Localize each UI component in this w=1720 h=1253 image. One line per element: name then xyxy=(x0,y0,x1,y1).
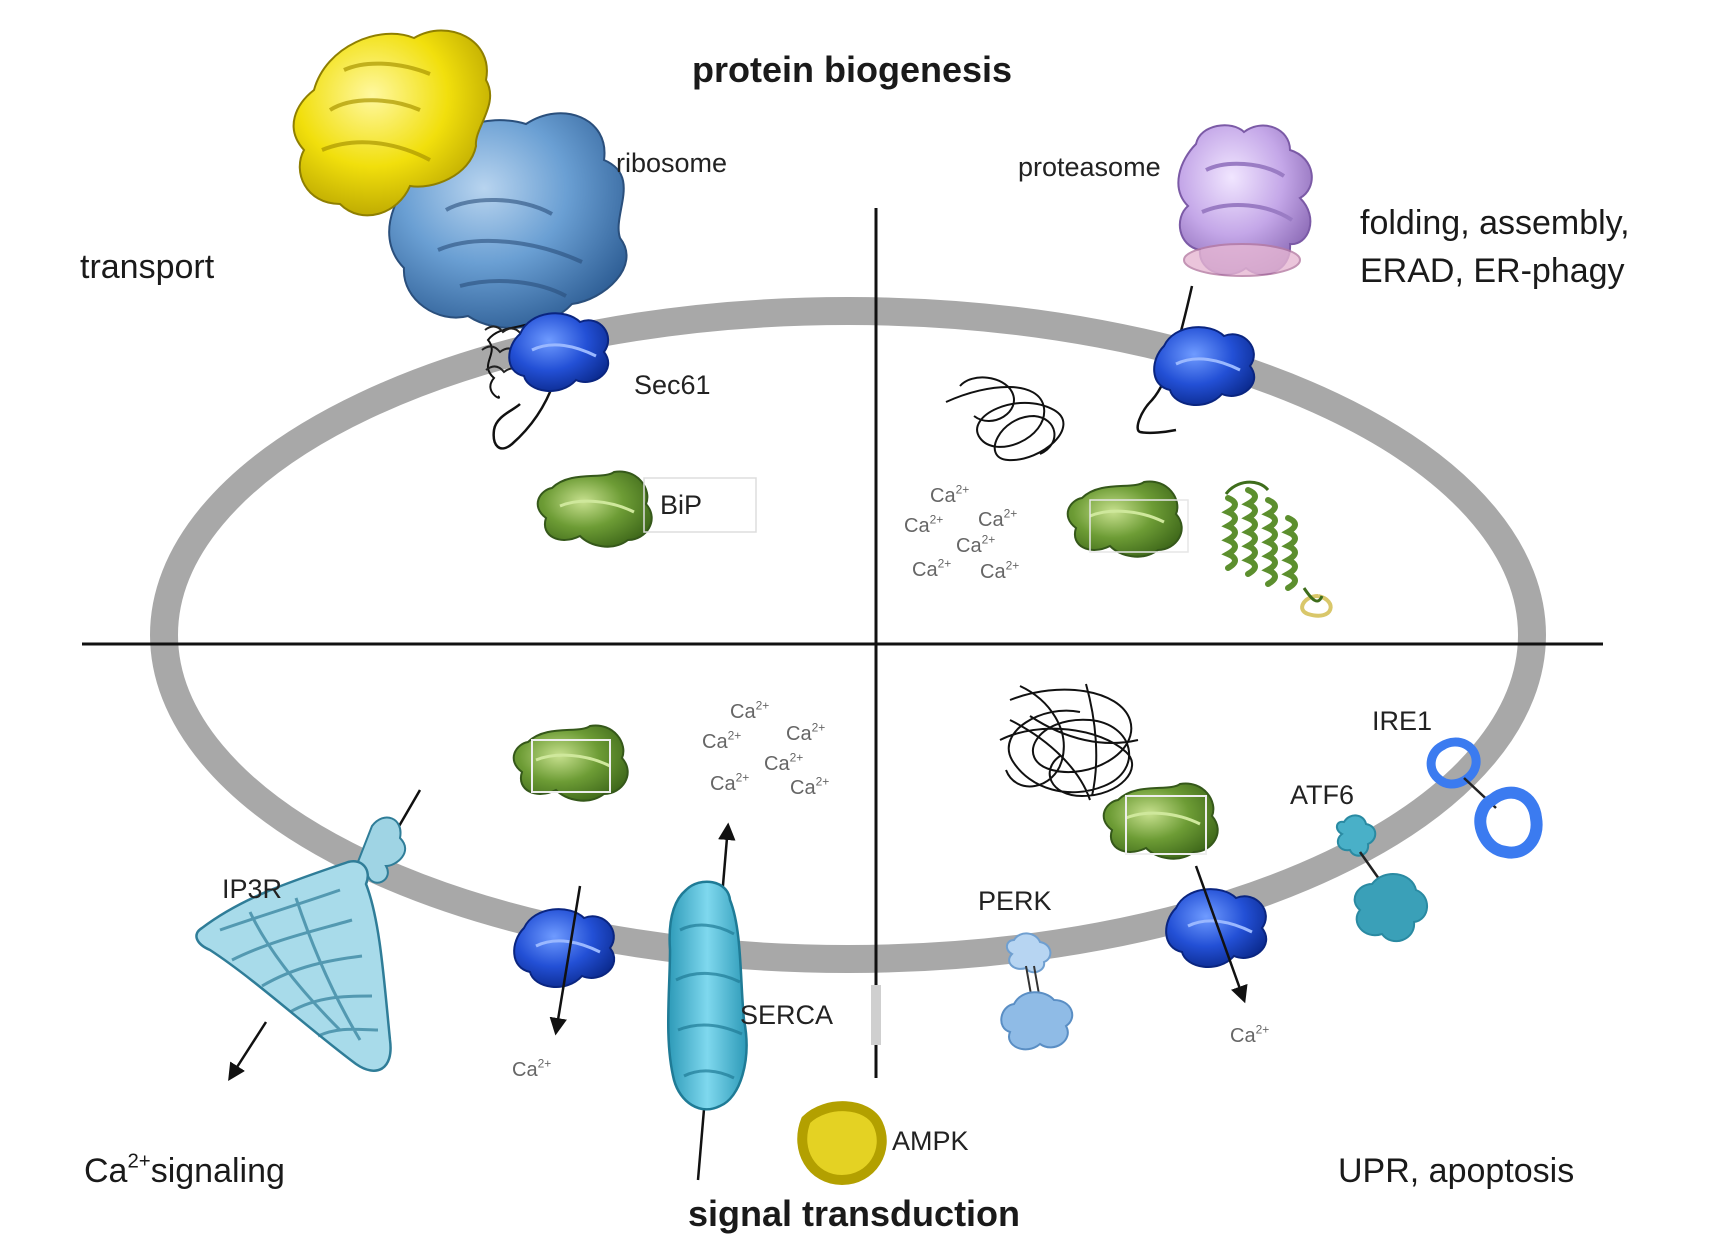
ca-ion: Ca2+ xyxy=(980,558,1020,583)
bip-bottom-right xyxy=(1102,782,1219,860)
ca-signaling-base: Ca xyxy=(84,1152,128,1190)
quadrant-label-transport: transport xyxy=(80,248,215,286)
ampk-structure xyxy=(797,1101,887,1186)
label-ire1: IRE1 xyxy=(1372,706,1433,736)
ca-ion: Ca2+ xyxy=(956,532,996,557)
sec61-bottom-right xyxy=(1165,865,1268,1004)
sec61-top-right xyxy=(1153,326,1256,407)
label-proteasome-text: proteasome xyxy=(1018,152,1161,182)
quadrant-label-folding: folding, assembly, xyxy=(1360,204,1630,242)
ca-ion: Ca2+ xyxy=(702,728,742,753)
ca-ion: Ca2+ xyxy=(730,698,770,723)
ca-signaling-charge: 2+ xyxy=(127,1150,151,1173)
proteasome-structure xyxy=(1136,124,1313,435)
ca-ion: Ca2+ xyxy=(912,556,952,581)
ip3r-structure xyxy=(195,789,422,1081)
label-ribosome: ribosome xyxy=(616,148,728,178)
atf6-structure xyxy=(1336,814,1428,943)
sec61-top-left xyxy=(481,312,610,450)
ca-ion: Ca2+ xyxy=(904,512,944,537)
helical-protein xyxy=(1221,480,1333,618)
misfolded-aggregate xyxy=(999,683,1139,801)
sec61-bottom-left xyxy=(513,885,616,1036)
label-perk: PERK xyxy=(978,886,1052,916)
ca-ion: Ca2+ xyxy=(790,774,830,799)
label-ampk: AMPK xyxy=(892,1126,969,1156)
ca-ion: Ca2+ xyxy=(764,750,804,775)
bip-bottom-left xyxy=(512,724,629,802)
ire1-structure xyxy=(1426,737,1543,859)
er-membrane xyxy=(150,297,1546,973)
ca-signaling-word: signaling xyxy=(150,1152,285,1190)
unfolded-chain-top-right xyxy=(945,376,1065,462)
serca-structure xyxy=(666,822,748,1181)
perk-structure xyxy=(1000,932,1074,1051)
ca-ion: Ca2+ xyxy=(512,1056,552,1081)
label-sec61: Sec61 xyxy=(634,370,711,400)
ca-ion: Ca2+ xyxy=(978,506,1018,531)
bip-top-right xyxy=(1066,480,1189,558)
ca-ion: Ca2+ xyxy=(710,770,750,795)
quadrant-label-upr: UPR, apoptosis xyxy=(1338,1152,1575,1190)
ca-ion: Ca2+ xyxy=(1230,1022,1270,1047)
ca-ion: Ca2+ xyxy=(930,482,970,507)
ca-ion: Ca2+ xyxy=(786,720,826,745)
title-protein-biogenesis: protein biogenesis xyxy=(692,49,1013,90)
quadrant-label-ca-signaling: Ca2+signaling xyxy=(84,1150,285,1190)
bip-top-left xyxy=(536,470,757,548)
title-signal-transduction: signal transduction xyxy=(688,1193,1021,1234)
quadrant-label-erad: ERAD, ER-phagy xyxy=(1360,252,1625,290)
label-ip3r: IP3R xyxy=(222,874,283,904)
label-serca: SERCA xyxy=(740,1000,834,1030)
label-bip: BiP xyxy=(660,490,703,520)
ribosome-structure xyxy=(292,29,628,329)
label-atf6: ATF6 xyxy=(1290,780,1355,810)
